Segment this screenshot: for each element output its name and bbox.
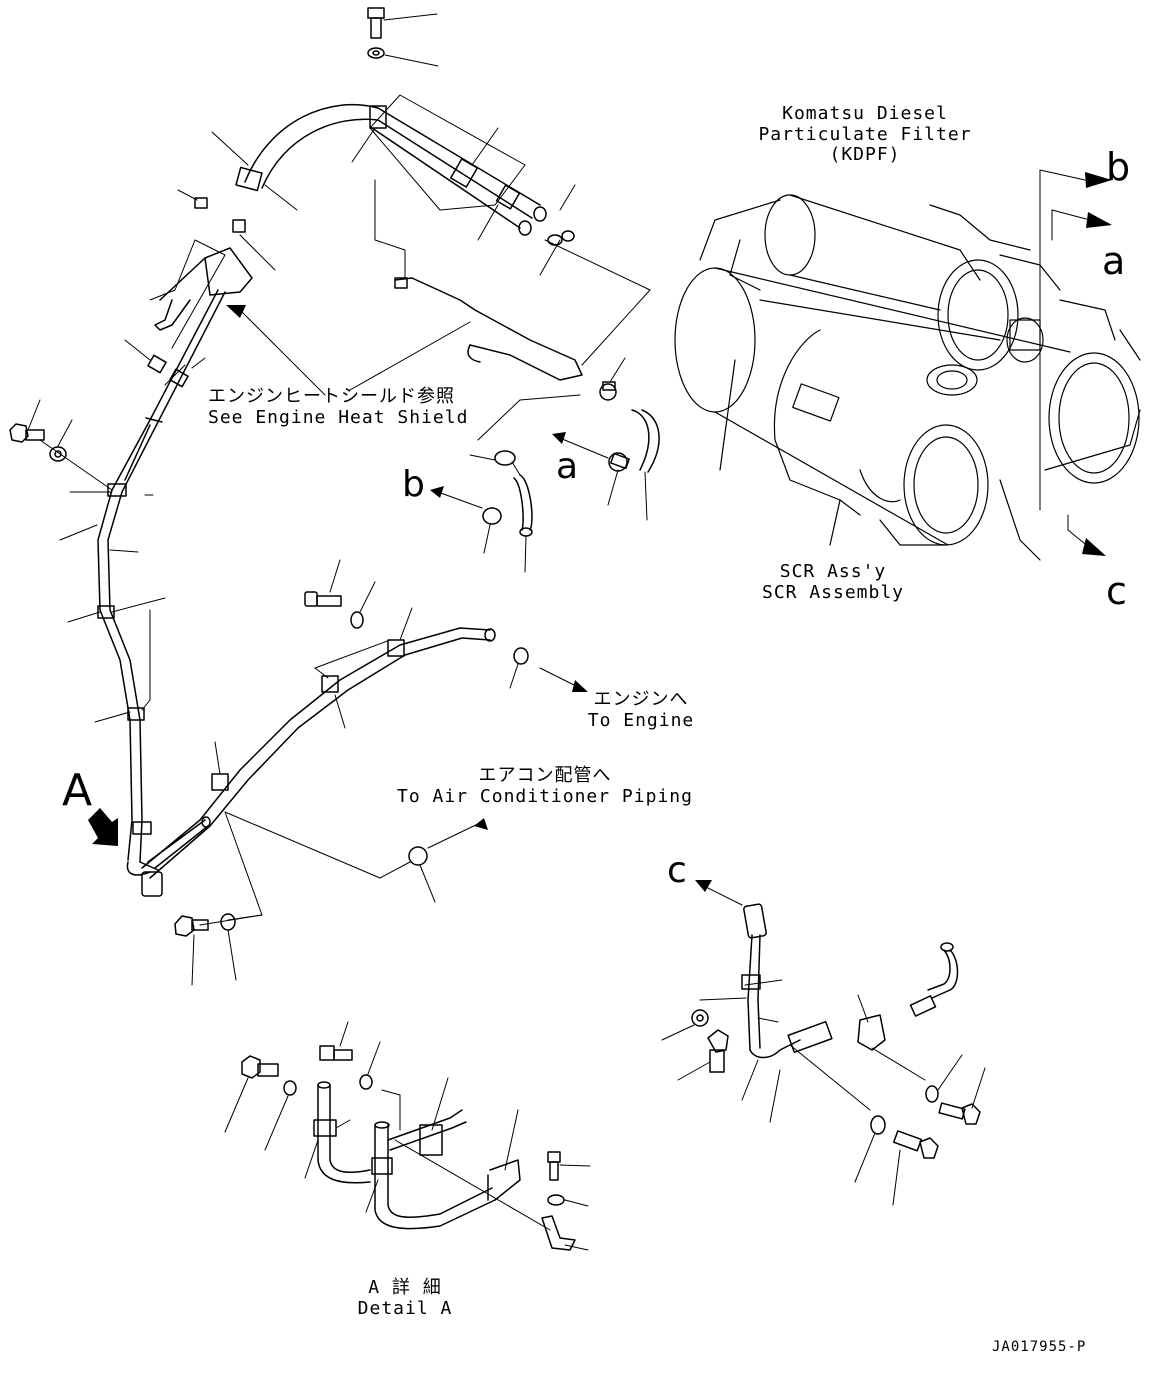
bolt-icon (9, 399, 113, 491)
to-engine-label-ja: エンジンへ (593, 689, 689, 710)
heat-shield-bracket (374, 179, 651, 441)
to-engine-label-en: To Engine (587, 709, 695, 731)
drawing-number: JA017955-P (992, 1339, 1087, 1355)
heat-shield-arrow-icon (226, 305, 471, 396)
kdpf-label-line1: Komatsu Diesel (782, 103, 948, 124)
scr-label-line2: SCR Assembly (761, 581, 905, 603)
callout-c-harness: c (667, 850, 687, 891)
bolt-icon (174, 559, 588, 986)
kdpf-label-line2: Particulate Filter (758, 123, 972, 145)
top-bolt-icon (367, 7, 439, 67)
callout-b-kdpf: b (1106, 145, 1131, 189)
to-aircon-label-ja: エアコン配管へ (478, 765, 612, 786)
air-conditioner-pipe (141, 607, 496, 926)
heat-shield-label-en: See Engine Heat Shield (208, 406, 469, 428)
heat-shield-label-ja: エンジンヒートシールド参照 (208, 386, 455, 407)
to-engine-label: エンジンへ To Engine (587, 689, 695, 731)
detail-a-label-en: Detail A (357, 1297, 453, 1319)
callout-a-kdpf: a (1102, 239, 1126, 283)
scr-label-line1: SCR Ass'y (779, 561, 887, 582)
view-arrow-icon (88, 808, 118, 846)
hose-clamps (430, 357, 660, 573)
scr-label: SCR Ass'y SCR Assembly (761, 561, 905, 603)
callout-view-a: A (62, 765, 93, 816)
callout-b-pipe: b (402, 464, 425, 505)
to-aircon-label-en: To Air Conditioner Piping (397, 785, 693, 807)
detail-a-label-ja: A 詳 細 (368, 1277, 442, 1298)
fitting-icon (124, 189, 276, 388)
kdpf-scr-assembly-icon (674, 169, 1141, 561)
heat-shield-label: エンジンヒートシールド参照 See Engine Heat Shield (208, 386, 469, 428)
to-aircon-label: エアコン配管へ To Air Conditioner Piping (397, 765, 693, 807)
upper-hoses (211, 94, 547, 241)
detail-a-label: A 詳 細 Detail A (357, 1277, 453, 1319)
sensor-harness-assembly (661, 880, 986, 1206)
callout-a-pipe: a (556, 446, 579, 487)
kdpf-label-line3: (KDPF) (829, 144, 901, 166)
callout-c-kdpf: c (1106, 569, 1127, 613)
kdpf-label: Komatsu Diesel Particulate Filter (KDPF) (758, 103, 972, 166)
detail-a-drawing (224, 1021, 591, 1251)
